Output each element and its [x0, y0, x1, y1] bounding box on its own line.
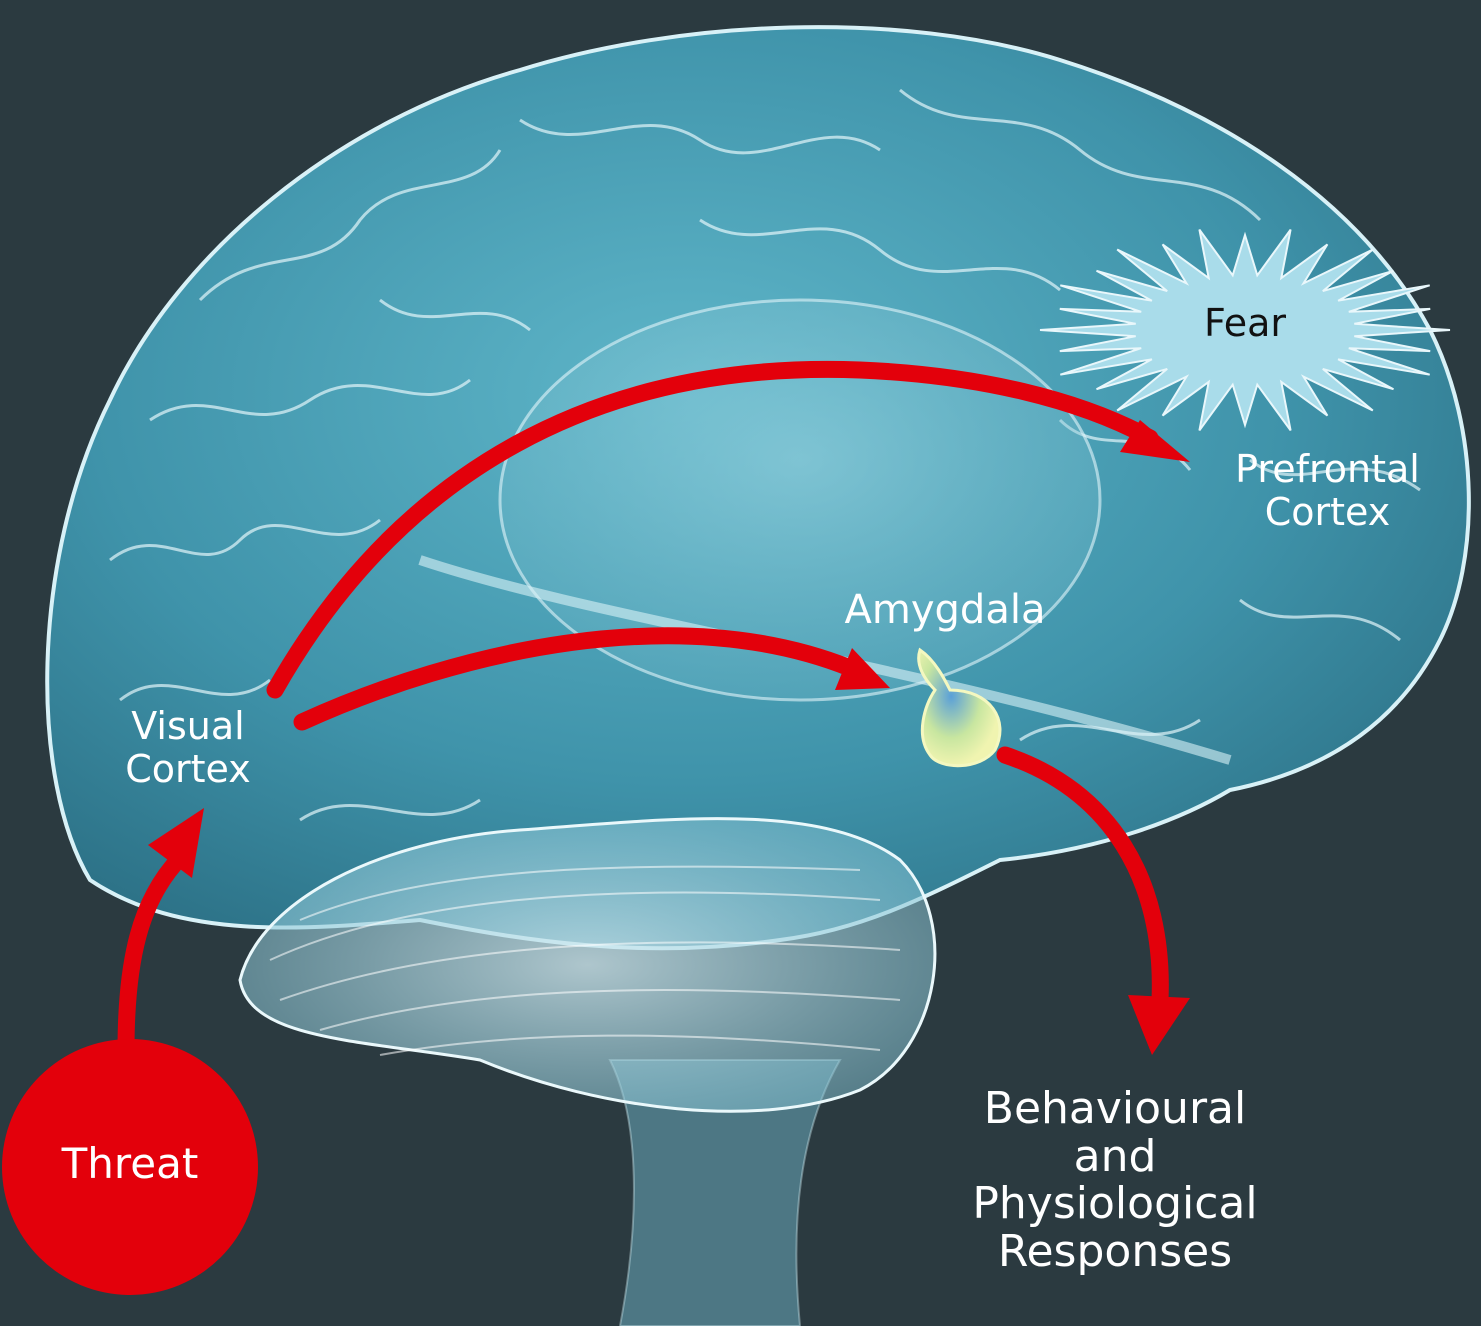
amygdala-label: Amygdala	[810, 588, 1080, 633]
responses-label: Behavioural and Physiological Responses	[930, 1085, 1300, 1275]
visual-cortex-label: Visual Cortex	[88, 705, 288, 790]
arrowhead-responses	[1128, 995, 1190, 1055]
fear-label: Fear	[1190, 302, 1300, 345]
prefrontal-cortex-label: Prefrontal Cortex	[1205, 448, 1450, 533]
threat-label: Threat	[20, 1140, 240, 1187]
